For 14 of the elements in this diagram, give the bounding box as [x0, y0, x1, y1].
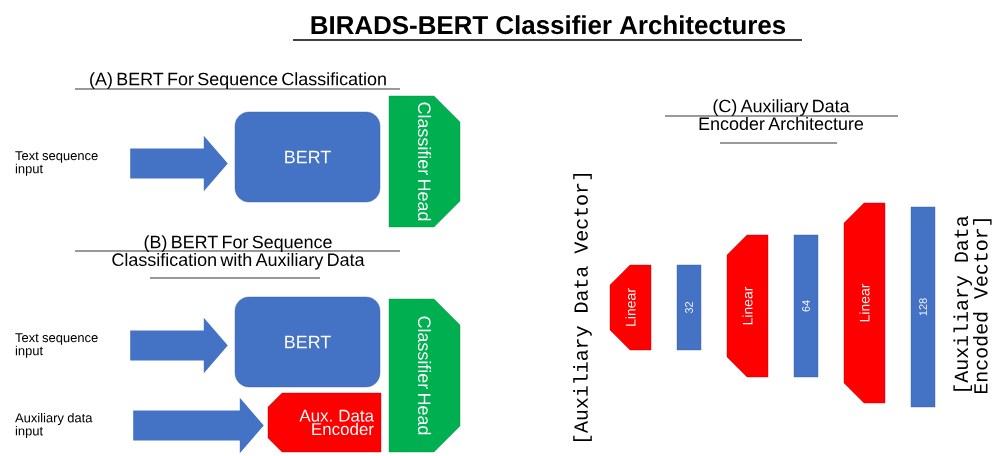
- input-label: Auxiliary data input: [15, 412, 93, 439]
- bert-box: BERT: [234, 296, 381, 388]
- section-heading: (B) BERT For Sequence Classification with Auxiliary Data: [112, 235, 365, 270]
- input-label: Text sequence input: [15, 151, 98, 176]
- title: BIRADS-BERT Classifier Architectures: [311, 15, 786, 35]
- section-heading: (A) BERT For Sequence Classification: [90, 72, 386, 89]
- vector-bar: 64: [793, 234, 819, 378]
- section-heading: (C) Auxiliary Data Encoder Architecture: [699, 99, 864, 131]
- vector-label: [Auxiliary Data Vector]: [573, 174, 592, 441]
- vector-bar: 32: [676, 264, 702, 351]
- vector-label: [Auxiliary Data Encoded Vector]: [953, 216, 992, 394]
- bert-box: BERT: [234, 111, 381, 203]
- vector-bar: 128: [910, 206, 936, 408]
- input-label: Text sequence input: [15, 333, 98, 358]
